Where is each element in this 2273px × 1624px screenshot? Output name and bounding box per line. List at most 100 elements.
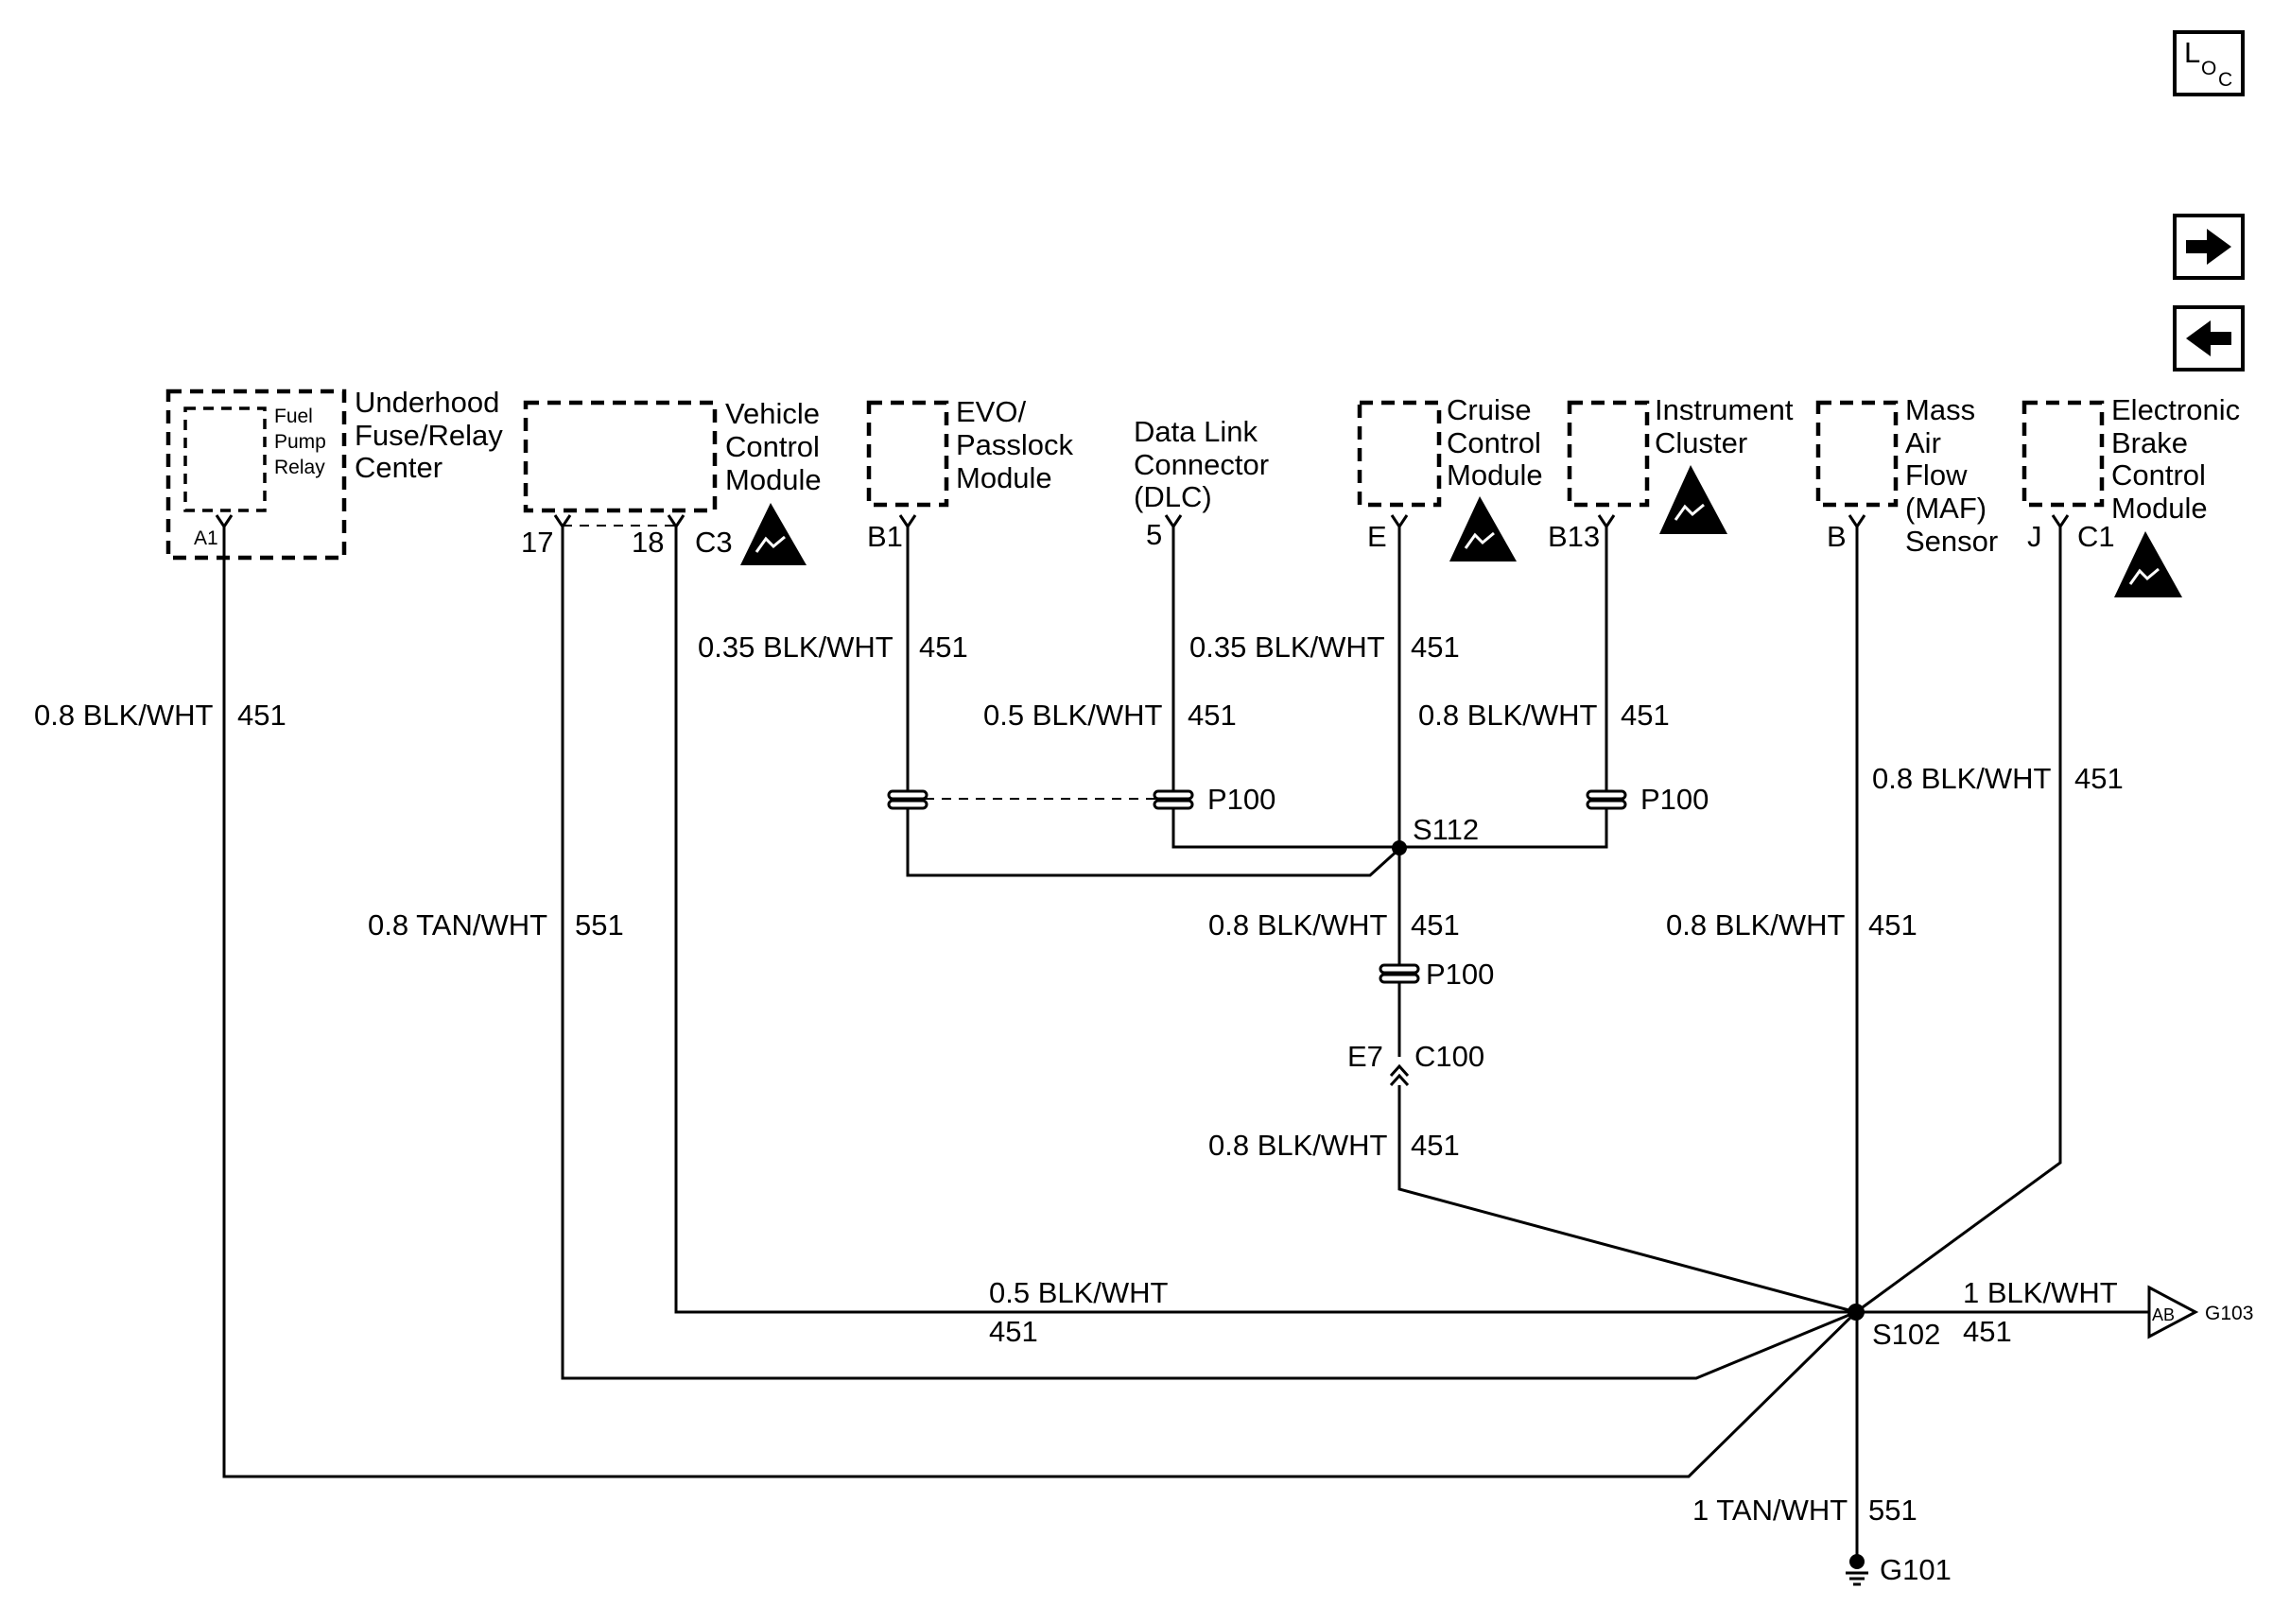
ground-g101-label: G101 bbox=[1880, 1553, 1952, 1586]
inline-connector-s112-down bbox=[1379, 963, 1420, 984]
vcm-label-1: Vehicle bbox=[725, 397, 820, 430]
ebcm-label-1: Electronic bbox=[2111, 393, 2240, 426]
vcm-label-3: Module bbox=[725, 463, 822, 496]
esd-warning-icon bbox=[2114, 531, 2182, 597]
wire-label-s112-circuit: 451 bbox=[1411, 908, 1460, 942]
wire-label-tan-circuit: 551 bbox=[575, 908, 624, 942]
arrow-left-icon bbox=[2186, 320, 2231, 356]
vehicle-control-module: Vehicle Control Module bbox=[523, 397, 822, 513]
pin-17-label: 17 bbox=[521, 526, 553, 559]
c100-connector bbox=[1389, 1063, 1410, 1087]
wire-fuse-relay-to-s102 bbox=[222, 527, 1858, 1478]
splice-s102-dot bbox=[1848, 1304, 1865, 1321]
wire-label-vcm18-circuit: 451 bbox=[989, 1315, 1038, 1348]
wire-label-g103-circuit: 451 bbox=[1963, 1315, 2012, 1348]
wire-label-maf-gauge: 0.8 BLK/WHT bbox=[1666, 908, 1846, 942]
wire-label-fuse-circuit: 451 bbox=[237, 699, 286, 732]
loc-letter-l: L bbox=[2184, 36, 2200, 69]
wire-label-g103-gauge: 1 BLK/WHT bbox=[1963, 1276, 2118, 1309]
pin-a1-label: A1 bbox=[194, 527, 218, 549]
vcm-label-2: Control bbox=[725, 430, 820, 463]
dlc-label-3: (DLC) bbox=[1134, 480, 1212, 513]
connector-c3-label: C3 bbox=[695, 526, 733, 559]
wire-label-cruise-circuit: 451 bbox=[1411, 631, 1460, 664]
wire-label-cluster-gauge: 0.8 BLK/WHT bbox=[1418, 699, 1598, 732]
splice-s112-label: S112 bbox=[1413, 813, 1479, 846]
cluster-label-2: Cluster bbox=[1655, 426, 1747, 459]
esd-warning-icon bbox=[1659, 465, 1727, 534]
cruise-label-3: Module bbox=[1447, 458, 1543, 492]
pin-b-label: B bbox=[1827, 520, 1847, 553]
inline-connector-dlc bbox=[1153, 789, 1194, 810]
cruise-control-module: Cruise Control Module bbox=[1357, 393, 1543, 508]
inline-connector-evo bbox=[887, 789, 928, 810]
maf-label-4: (MAF) bbox=[1905, 492, 1987, 525]
fuel-relay-label-3: Relay bbox=[274, 457, 325, 478]
wire-vcm17-to-s102 bbox=[561, 527, 1857, 1380]
c100-label: C100 bbox=[1414, 1040, 1484, 1073]
loc-letter-o: O bbox=[2201, 58, 2216, 79]
wire-label-maf-circuit: 451 bbox=[1868, 908, 1917, 942]
wire-label-tan-gauge: 0.8 TAN/WHT bbox=[368, 908, 547, 942]
p100-label-cluster: P100 bbox=[1640, 783, 1709, 816]
wire-label-g101-circuit: 551 bbox=[1868, 1494, 1917, 1527]
evo-label-1: EVO/ bbox=[956, 395, 1026, 428]
loc-button[interactable]: L O C bbox=[2173, 30, 2245, 96]
dlc-label-1: Data Link bbox=[1134, 415, 1258, 448]
wire-ebcm-to-s102 bbox=[1855, 527, 2062, 1314]
evo-passlock-module: EVO/ Passlock Module bbox=[866, 395, 1074, 508]
ground-ref-g103-icon: AB bbox=[2147, 1285, 2199, 1339]
dlc-label-2: Connector bbox=[1134, 448, 1269, 481]
arrow-right-icon bbox=[2186, 229, 2231, 265]
wire-cluster-to-s112 bbox=[1399, 527, 1608, 849]
wire-label-c100-gauge: 0.8 BLK/WHT bbox=[1208, 1129, 1388, 1162]
pin-b1-label: B1 bbox=[867, 520, 903, 553]
evo-label-3: Module bbox=[956, 461, 1052, 494]
fuel-relay-label-1: Fuel bbox=[274, 406, 313, 427]
wire-label-evo-circuit: 451 bbox=[919, 631, 968, 664]
pin-e-label: E bbox=[1367, 520, 1387, 553]
splice-s112-dot bbox=[1392, 840, 1407, 855]
wire-label-ebcm-circuit: 451 bbox=[2074, 762, 2124, 795]
wire-dlc-to-s112 bbox=[1171, 527, 1399, 849]
ground-g101-icon bbox=[1846, 1554, 1868, 1586]
loc-letter-c: C bbox=[2218, 69, 2232, 91]
maf-label-2: Air bbox=[1905, 426, 1941, 459]
instrument-cluster: Instrument Cluster bbox=[1567, 393, 1794, 508]
wire-label-dlc-gauge: 0.5 BLK/WHT bbox=[983, 699, 1163, 732]
connector-c1-label: C1 bbox=[2077, 520, 2115, 553]
maf-label-1: Mass bbox=[1905, 393, 1975, 426]
esd-warning-icon bbox=[740, 503, 807, 565]
wire-label-c100-circuit: 451 bbox=[1411, 1129, 1460, 1162]
underhood-label-3: Center bbox=[355, 451, 442, 484]
ebcm-label-4: Module bbox=[2111, 492, 2208, 525]
wire-label-s112-gauge: 0.8 BLK/WHT bbox=[1208, 908, 1388, 942]
ebcm-label-2: Brake bbox=[2111, 426, 2188, 459]
maf-label-5: Sensor bbox=[1905, 525, 1998, 558]
pin-b13-label: B13 bbox=[1548, 520, 1600, 553]
wire-label-cluster-circuit: 451 bbox=[1621, 699, 1670, 732]
ground-ref-ab-label: AB bbox=[2152, 1305, 2175, 1324]
p100-label-main: P100 bbox=[1426, 958, 1494, 991]
fuel-relay-label-2: Pump bbox=[274, 431, 326, 453]
esd-warning-icon bbox=[1449, 496, 1517, 561]
underhood-fuse-relay-center: Fuel Pump Relay Underhood Fuse/Relay Cen… bbox=[165, 386, 503, 561]
wire-c100-to-s102 bbox=[1397, 1085, 1857, 1314]
cluster-label-1: Instrument bbox=[1655, 393, 1794, 426]
wire-label-ebcm-gauge: 0.8 BLK/WHT bbox=[1872, 762, 2052, 795]
wire-label-vcm18-gauge: 0.5 BLK/WHT bbox=[989, 1276, 1169, 1309]
wire-vcm18-to-s102 bbox=[674, 527, 1856, 1314]
inline-connector-cluster bbox=[1586, 789, 1627, 810]
cruise-label-1: Cruise bbox=[1447, 393, 1532, 426]
wire-label-fuse-gauge: 0.8 BLK/WHT bbox=[34, 699, 214, 732]
wire-label-g101-gauge: 1 TAN/WHT bbox=[1692, 1494, 1848, 1527]
pin-j-label: J bbox=[2027, 520, 2042, 553]
pin-5-label: 5 bbox=[1146, 518, 1162, 551]
previous-page-button[interactable] bbox=[2173, 305, 2245, 371]
wire-label-evo-gauge: 0.35 BLK/WHT bbox=[698, 631, 894, 664]
data-link-connector: Data Link Connector (DLC) bbox=[1134, 415, 1269, 513]
pin-18-label: 18 bbox=[632, 526, 664, 559]
next-page-button[interactable] bbox=[2173, 214, 2245, 280]
mass-air-flow-sensor: Mass Air Flow (MAF) Sensor bbox=[1815, 393, 1998, 558]
